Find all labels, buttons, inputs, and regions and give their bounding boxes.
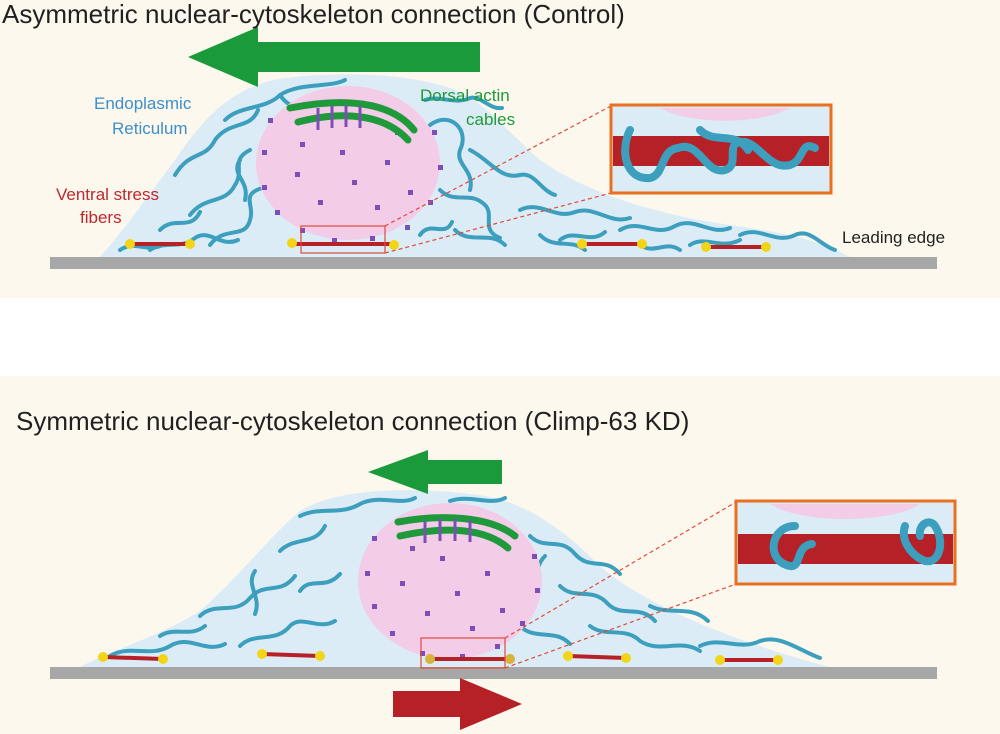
- control-panel: Endoplasmic Reticulum Dorsal actin cable…: [0, 0, 1000, 298]
- label-ventral-stress-line1: Ventral stress: [56, 185, 159, 204]
- focal-adhesions: [125, 238, 771, 252]
- endoplasmic-reticulum: [108, 496, 822, 660]
- zoom-region: [300, 225, 386, 254]
- arrow-right-icon: [393, 678, 522, 730]
- actin-nucleus-links: [423, 519, 472, 543]
- inset-symmetric-connection: [734, 499, 957, 586]
- control-cell-diagram: Endoplasmic Reticulum Dorsal actin cable…: [50, 27, 945, 269]
- dorsal-actin-cables: [286, 99, 418, 144]
- zoom-lines: [384, 105, 612, 254]
- focal-adhesions: [98, 649, 783, 665]
- nucleus: [256, 86, 440, 240]
- arrow-left-icon: [368, 450, 502, 494]
- label-leading-edge: Leading edge: [842, 228, 945, 247]
- substrate: [50, 667, 937, 679]
- ventral-stress-fibers: [102, 652, 778, 662]
- inset-asymmetric-connection: [609, 103, 833, 195]
- arrow-left-icon: [188, 27, 480, 87]
- label-endoplasmic-reticulum-line2: Reticulum: [112, 119, 188, 138]
- climp63-kd-panel-title: Symmetric nuclear-cytoskeleton connectio…: [16, 406, 690, 436]
- nuclear-pores: [365, 536, 540, 659]
- climp63-kd-panel: Symmetric nuclear-cytoskeleton connectio…: [0, 376, 1000, 734]
- label-ventral-stress-line2: fibers: [80, 208, 122, 227]
- label-dorsal-actin-line2: cables: [466, 110, 515, 129]
- zoom-region: [420, 637, 506, 669]
- actin-nucleus-links: [316, 105, 362, 130]
- substrate: [50, 257, 937, 269]
- control-panel-title: Asymmetric nuclear-cytoskeleton connecti…: [2, 0, 625, 29]
- climp63-kd-cell-diagram: [50, 450, 957, 730]
- label-endoplasmic-reticulum-line1: Endoplasmic: [94, 94, 192, 113]
- zoom-lines: [504, 501, 737, 669]
- dorsal-actin-cables: [394, 514, 519, 552]
- ventral-stress-fibers: [130, 242, 766, 249]
- nucleus: [358, 503, 542, 659]
- label-dorsal-actin-line1: Dorsal actin: [420, 86, 510, 105]
